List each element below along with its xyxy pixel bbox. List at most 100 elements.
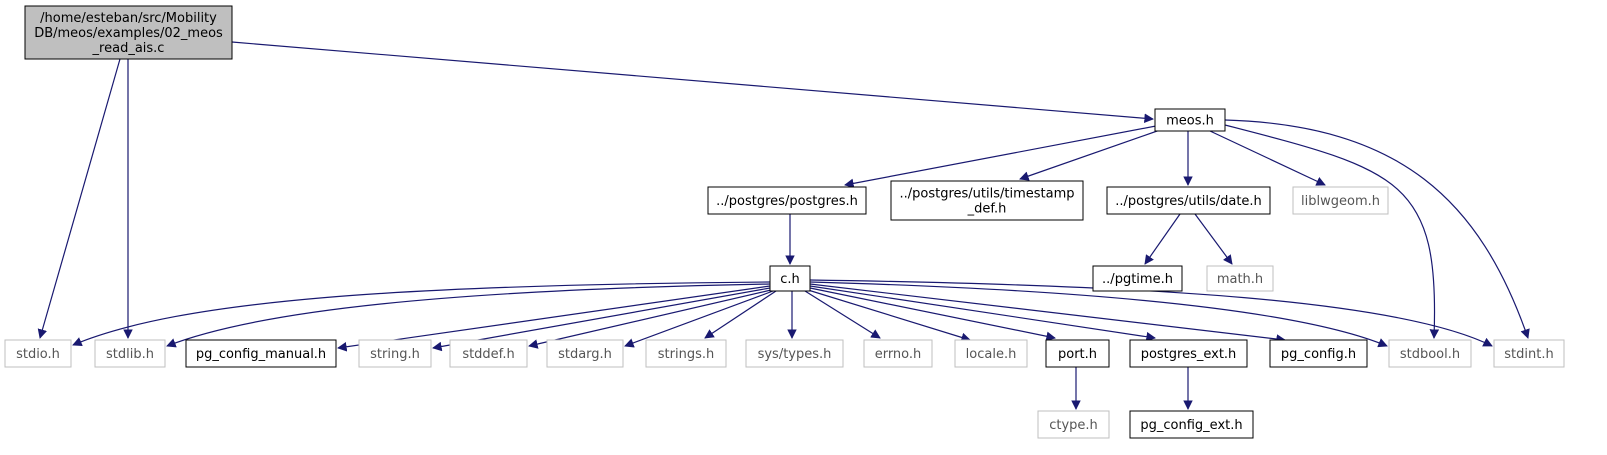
node-label: c.h	[780, 272, 800, 287]
node-liblwgeom-h: liblwgeom.h	[1292, 186, 1389, 215]
node-label: ../postgres/utils/timestamp	[899, 187, 1074, 202]
node-box	[707, 186, 867, 215]
node-locale-h: locale.h	[954, 339, 1028, 368]
node-errno-h: errno.h	[863, 339, 933, 368]
node-label: pg_config_ext.h	[1140, 418, 1242, 433]
node-stdio-h: stdio.h	[4, 339, 72, 368]
edge-c_h-to-stdbool_h	[809, 281, 1388, 348]
node-box	[954, 339, 1028, 368]
node-root[interactable]: /home/esteban/src/MobilityDB/meos/exampl…	[24, 5, 233, 60]
node-pg-config-manual-h[interactable]: pg_config_manual.h	[185, 339, 337, 368]
edge-c_h-to-pg_config_manual_h	[337, 285, 771, 352]
edge-root-to-stdio_h	[37, 58, 121, 339]
node-box	[1092, 265, 1183, 292]
node-label: stdlib.h	[106, 347, 154, 362]
node-label: errno.h	[875, 347, 922, 362]
node-date-h[interactable]: ../postgres/utils/date.h	[1106, 186, 1271, 215]
node-box	[1129, 410, 1254, 439]
node-box	[94, 339, 166, 368]
node-label: string.h	[370, 347, 420, 362]
node-box	[1206, 265, 1274, 292]
node-label: ../pgtime.h	[1102, 272, 1173, 287]
node-label: stddef.h	[462, 347, 514, 362]
edge-c_h-to-postgres_ext_h	[809, 285, 1156, 342]
node-stddef-h: stddef.h	[449, 339, 528, 368]
nodes-layer: /home/esteban/src/MobilityDB/meos/exampl…	[4, 5, 1565, 439]
edge-meos_h-to-stdbool_h	[1224, 124, 1440, 339]
node-label: _def.h	[967, 202, 1007, 217]
node-box	[358, 339, 432, 368]
node-pg-config-ext-h[interactable]: pg_config_ext.h	[1129, 410, 1254, 439]
node-strings-h: strings.h	[645, 339, 727, 368]
node-pg-config-h[interactable]: pg_config.h	[1269, 339, 1368, 368]
edge-c_h-to-port_h	[809, 287, 1056, 341]
node-label: locale.h	[966, 347, 1017, 362]
node-label: DB/meos/examples/02_meos	[34, 26, 223, 41]
edge-meos_h-to-postgres_h	[844, 125, 1157, 189]
edge-date_h-to-pgtime_h	[1144, 213, 1181, 265]
node-string-h: string.h	[358, 339, 432, 368]
node-label: pg_config_manual.h	[196, 347, 326, 362]
node-stdint-h: stdint.h	[1493, 339, 1565, 368]
edge-c_h-to-locale_h	[807, 289, 971, 343]
node-label: stdarg.h	[558, 347, 612, 362]
edge-meos_h-to-timestamp_def_h	[1019, 129, 1161, 181]
node-box	[1292, 186, 1389, 215]
node-label: meos.h	[1166, 114, 1214, 129]
node-stdlib-h: stdlib.h	[94, 339, 166, 368]
node-port-h[interactable]: port.h	[1045, 339, 1110, 368]
node-box	[1154, 108, 1226, 132]
edge-meos_h-to-liblwgeom_h	[1209, 130, 1326, 186]
edge-c_h-to-strings_h	[704, 290, 777, 339]
node-label: ctype.h	[1049, 418, 1098, 433]
node-label: strings.h	[658, 347, 714, 362]
node-stdarg-h: stdarg.h	[546, 339, 624, 368]
edge-c_h-to-stdint_h	[809, 279, 1493, 347]
node-label: sys/types.h	[758, 347, 832, 362]
node-box	[1388, 339, 1472, 368]
node-label: port.h	[1058, 347, 1097, 362]
node-pgtime-h[interactable]: ../pgtime.h	[1092, 265, 1183, 292]
edge-c_h-to-errno_h	[804, 290, 881, 339]
node-box	[769, 265, 811, 292]
node-box	[4, 339, 72, 368]
node-box	[24, 5, 233, 60]
node-label: math.h	[1217, 272, 1263, 287]
node-label: _read_ais.c	[92, 41, 165, 56]
edge-date_h-to-math_h	[1194, 213, 1233, 265]
node-box	[1493, 339, 1565, 368]
node-box	[863, 339, 933, 368]
edge-c_h-to-stdarg_h	[624, 290, 774, 348]
node-box	[449, 339, 528, 368]
node-label: ../postgres/postgres.h	[716, 194, 858, 209]
node-meos-h[interactable]: meos.h	[1154, 108, 1226, 132]
node-label: liblwgeom.h	[1301, 194, 1380, 209]
node-postgres-ext-h[interactable]: postgres_ext.h	[1129, 339, 1248, 368]
edge-c_h-to-stdlib_h	[166, 283, 771, 348]
node-box	[1106, 186, 1271, 215]
edge-c_h-to-string_h	[432, 287, 771, 352]
node-stdbool-h: stdbool.h	[1388, 339, 1472, 368]
node-ctype-h: ctype.h	[1037, 410, 1110, 439]
node-c-h[interactable]: c.h	[769, 265, 811, 292]
node-box	[1269, 339, 1368, 368]
node-math-h: math.h	[1206, 265, 1274, 292]
node-postgres-h[interactable]: ../postgres/postgres.h	[707, 186, 867, 215]
node-label: /home/esteban/src/Mobility	[40, 11, 217, 26]
node-box	[546, 339, 624, 368]
node-box	[1129, 339, 1248, 368]
node-label: stdint.h	[1504, 347, 1553, 362]
edge-root-to-meos_h	[231, 41, 1154, 124]
node-box	[1045, 339, 1110, 368]
edge-c_h-to-stdio_h	[72, 281, 771, 347]
node-box	[890, 180, 1084, 221]
edge-meos_h-to-stdint_h	[1224, 119, 1530, 339]
node-label: stdio.h	[16, 347, 60, 362]
node-label: postgres_ext.h	[1141, 347, 1237, 362]
node-box	[1037, 410, 1110, 439]
node-label: pg_config.h	[1281, 347, 1356, 362]
node-timestamp-def-h[interactable]: ../postgres/utils/timestamp_def.h	[890, 180, 1084, 221]
node-label: ../postgres/utils/date.h	[1115, 194, 1262, 209]
edges-layer	[37, 41, 1530, 410]
